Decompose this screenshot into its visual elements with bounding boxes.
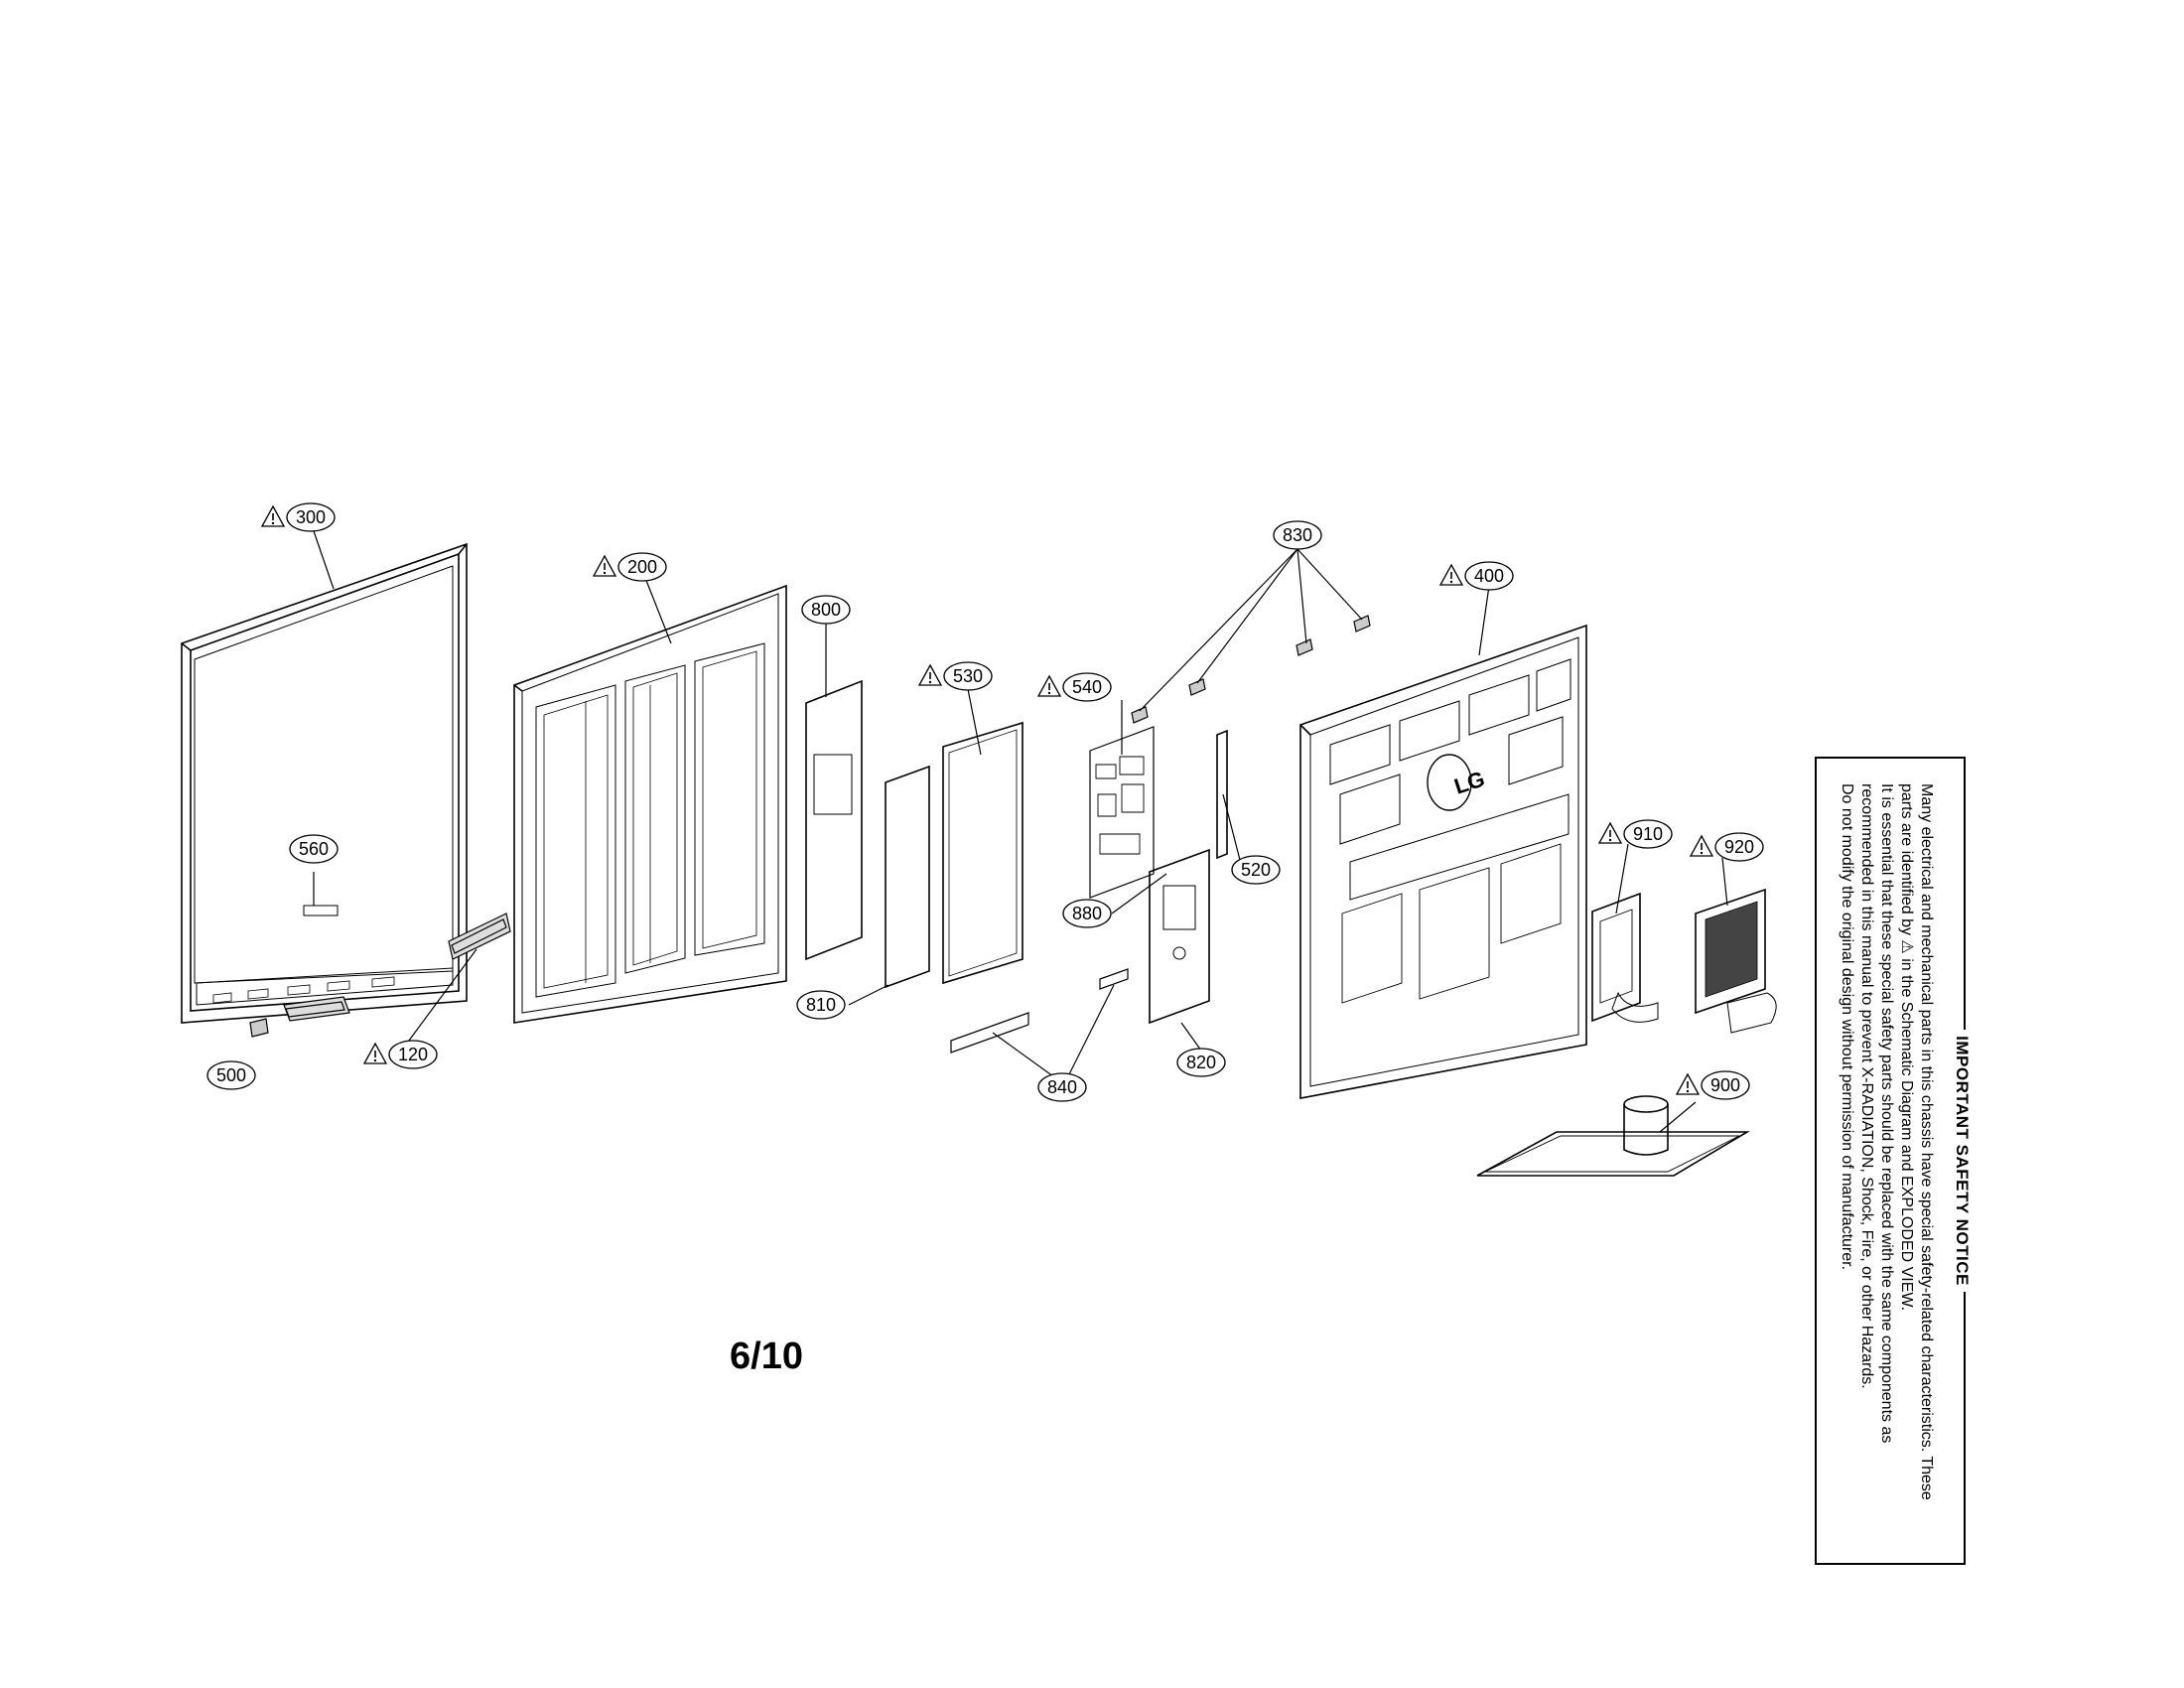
back-cover [1299,624,1587,1099]
part-callout-label: 920 [1724,837,1754,857]
part-callout-540: 540 [1036,672,1112,702]
part-callout-560: 560 [289,834,339,864]
part-callout-label: 200 [627,557,657,577]
warning-triangle-icon [1689,834,1714,857]
part-callout-520: 520 [1231,855,1281,885]
part-callout-400: 400 [1438,561,1514,591]
shield-plate-530 [942,721,1024,985]
part-callout-label: 540 [1072,677,1102,697]
part-callout-810: 810 [796,990,846,1020]
part-callout-200: 200 [592,552,667,582]
part-callout-label: 880 [1072,904,1102,923]
module-frame [513,584,787,1024]
insulator-sheet-810 [885,765,930,989]
part-callout-label: 500 [216,1065,246,1085]
lg-logo: LG [1451,767,1488,799]
part-callout-label: 520 [1241,860,1271,880]
part-callout-530: 530 [917,661,993,691]
part-callout-label: 800 [811,600,841,620]
stand-neck-910 [1591,892,1659,1023]
part-callout-label: 830 [1283,525,1312,545]
bracket-520 [1216,729,1228,860]
warning-triangle-icon [917,663,943,686]
bracket-strips [950,968,1129,1054]
part-callout-820: 820 [1176,1048,1226,1077]
insulator-sheet-800 [805,679,863,961]
speaker-assembly [283,913,511,1022]
part-callout-800: 800 [801,595,851,625]
part-callout-label: 530 [953,666,983,686]
front-bezel [181,542,468,1024]
part-callout-label: 300 [296,507,326,527]
page-number: 6/10 [730,1336,803,1377]
part-callout-120: 120 [362,1040,438,1069]
part-callout-label: 810 [806,995,836,1015]
part-callout-880: 880 [1062,899,1112,928]
warning-triangle-icon [260,504,286,527]
part-callout-label: 560 [299,839,329,859]
part-callout-label: 910 [1633,824,1663,844]
warning-triangle-icon [1675,1072,1701,1095]
safety-notice-box: IMPORTANT SAFETY NOTICE Many electrical … [1815,757,1972,1565]
warning-triangle-icon [1438,563,1464,586]
part-callout-label: 840 [1047,1077,1077,1097]
stand-body-920 [1695,888,1777,1034]
part-callout-300: 300 [260,502,336,532]
leader-lines [312,527,1728,1133]
part-callout-920: 920 [1689,832,1764,862]
stand-bracket [1149,848,1210,1025]
part-callout-label: 900 [1710,1075,1740,1095]
part-callout-label: 820 [1186,1053,1216,1072]
part-callout-910: 910 [1597,819,1673,849]
warning-triangle-icon [1036,674,1062,697]
part-callout-900: 900 [1675,1070,1750,1100]
part-callout-830: 830 [1273,520,1322,550]
part-callout-label: 400 [1474,566,1504,586]
clip-parts [1131,615,1371,724]
part-callout-label: 120 [398,1045,428,1064]
warning-triangle-icon [592,554,617,577]
part-callout-500: 500 [206,1060,256,1090]
main-board [1089,726,1155,899]
stand-base [1476,1095,1750,1177]
part-callout-840: 840 [1037,1072,1087,1102]
small-bracket [249,1018,269,1038]
warning-triangle-icon [362,1042,388,1064]
warning-triangle-icon [1597,821,1623,844]
